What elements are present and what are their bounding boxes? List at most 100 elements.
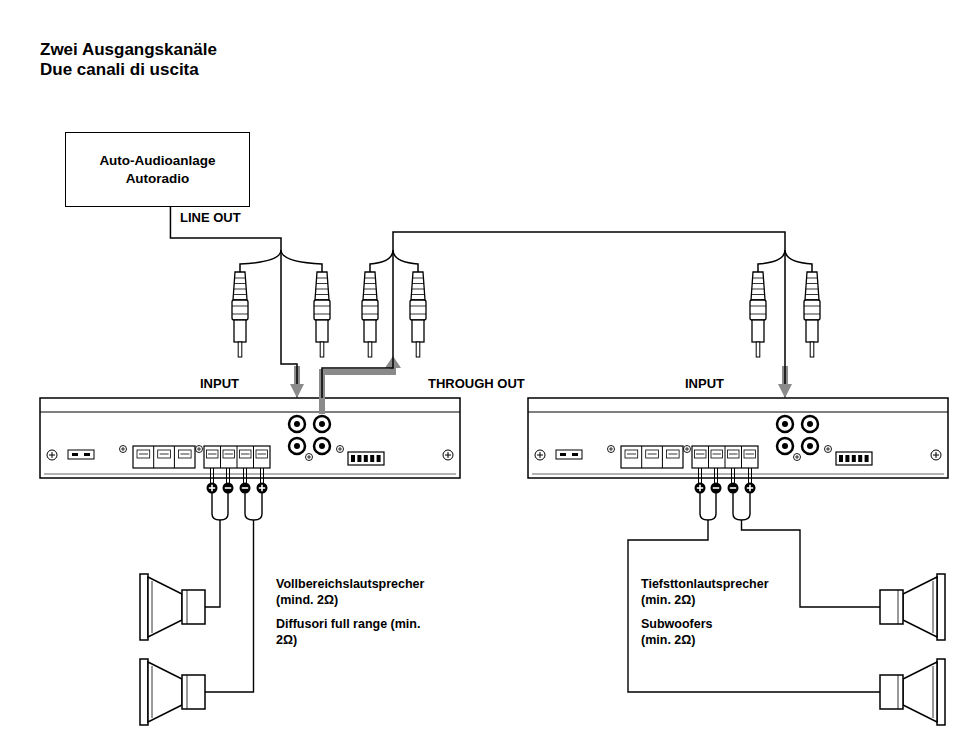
amplifier-body (528, 398, 948, 478)
signal-flow-arrow (322, 366, 393, 414)
plug-ring (232, 314, 248, 315)
speaker-rim (937, 574, 945, 640)
terminal-screw-slot (225, 454, 234, 455)
speaker-cone-line (152, 666, 153, 718)
port-label: INPUT (685, 376, 724, 392)
screw (47, 450, 57, 460)
plug-rib (234, 289, 247, 290)
connector-pin (852, 455, 856, 462)
plug-boot (233, 272, 247, 300)
polarity-stroke (242, 487, 248, 489)
speaker-cone (148, 577, 182, 637)
terminal-screw (646, 450, 659, 458)
terminal-screw (178, 450, 191, 458)
terminal-divider (741, 446, 742, 468)
terminal-screw-slot (160, 454, 169, 455)
polarity-stroke (730, 487, 736, 489)
rca-jack (314, 438, 330, 454)
screw-slot (828, 447, 829, 451)
rca-jack (777, 438, 793, 454)
terminal-wire (701, 468, 702, 483)
speaker-cable (628, 520, 880, 692)
terminal-wire (698, 468, 699, 483)
head-unit-box: Auto-Audioanlage Autoradio (65, 132, 250, 207)
speaker-magnet (880, 675, 903, 709)
screw (825, 446, 832, 453)
speaker-cable (205, 520, 220, 607)
plug-rib (412, 289, 425, 290)
plug-sleeve (316, 320, 328, 342)
rca-jack-pin (294, 421, 300, 427)
polarity-stroke (261, 485, 263, 491)
amplifier-panel-line (528, 412, 948, 413)
plug-rib (363, 294, 376, 295)
plug-rib (233, 294, 246, 295)
terminal-divider (153, 446, 154, 468)
speaker-magnet (880, 590, 903, 624)
polarity-symbol (207, 483, 218, 494)
plug-boot (363, 272, 377, 300)
plug-pin (320, 342, 324, 357)
plug-rib (806, 289, 819, 290)
rca-plug (232, 272, 248, 357)
screw-slot (797, 455, 798, 459)
fuse-contact (560, 453, 566, 456)
screw (608, 446, 615, 453)
plug-pin (416, 342, 420, 357)
terminal-divider (220, 446, 221, 468)
polarity-symbol (223, 483, 234, 494)
rca-jack-pin (319, 443, 325, 449)
amplifier: INPUTTHROUGH OUT (40, 398, 460, 478)
plug-rib (753, 278, 764, 279)
speaker-symbol (140, 659, 205, 725)
screw-slot (611, 447, 612, 451)
plug-ring (362, 306, 378, 307)
diagram-title: Zwei Ausgangskanäle (40, 40, 217, 60)
rca-plug (410, 272, 426, 357)
amplifier-base-line (532, 474, 944, 475)
plug-ring (804, 306, 820, 307)
connector-pin (858, 455, 862, 462)
terminal-screw (223, 450, 235, 458)
terminal-divider (662, 446, 663, 468)
cable-branch (758, 250, 785, 272)
terminal-wire (246, 468, 247, 483)
speaker-cone (903, 662, 937, 722)
rca-jack (802, 438, 818, 454)
screw-slot (199, 447, 200, 451)
plug-rib (315, 294, 328, 295)
terminal-screw-slot (746, 454, 755, 455)
terminal-divider (237, 446, 238, 468)
plug-sleeve (806, 320, 818, 342)
speaker-terminal-block (692, 446, 758, 468)
rca-plug (750, 272, 766, 357)
rca-jack-pin (782, 421, 788, 427)
plug-pin (756, 342, 760, 357)
terminal-wire (226, 468, 227, 483)
terminal-screw (240, 450, 252, 458)
power-terminal-block (621, 446, 683, 468)
connector-pin (357, 455, 361, 462)
speaker-magnet-line (898, 675, 899, 709)
plug-rib (752, 289, 765, 290)
plug-rib (316, 289, 329, 290)
terminal-divider (725, 446, 726, 468)
speaker-symbol (880, 659, 945, 725)
terminal-screw (256, 450, 268, 458)
connector-pin (845, 455, 849, 462)
speaker-cone-line (933, 581, 934, 633)
connector-pin (839, 455, 843, 462)
amplifier-panel-line (40, 412, 460, 413)
speaker-cone-line (933, 666, 934, 718)
connector-pin (865, 455, 869, 462)
cable-label: LINE OUT (178, 210, 243, 226)
terminal-screw (625, 450, 638, 458)
power-terminal-block (133, 446, 195, 468)
signal-cable (170, 207, 297, 398)
plug-body (232, 300, 248, 320)
speaker-magnet (182, 590, 205, 624)
rca-jack-pin (294, 443, 300, 449)
terminal-wire (229, 468, 230, 483)
rca-jack (289, 438, 305, 454)
plug-rib (807, 278, 818, 279)
